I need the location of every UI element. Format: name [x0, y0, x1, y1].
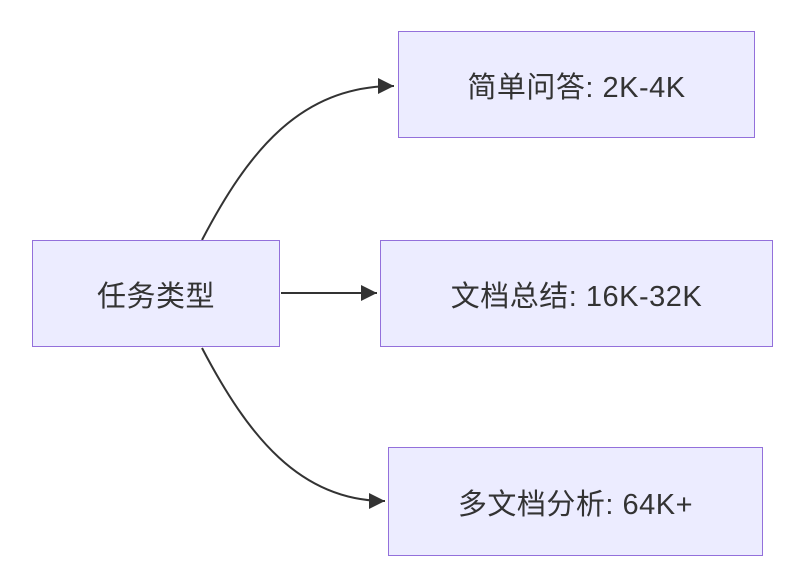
node-task-type-label: 任务类型 [96, 280, 215, 313]
node-simple-qa: 简单问答: 2K-4K [398, 31, 755, 138]
node-doc-summary: 文档总结: 16K-32K [380, 240, 773, 347]
edge-root-to-branch-2-arrow [201, 347, 386, 509]
node-simple-qa-label: 简单问答: 2K-4K [467, 71, 686, 104]
node-multi-doc-analysis: 多文档分析: 64K+ [388, 447, 763, 556]
edge-root-to-branch-0-arrow [201, 78, 395, 241]
node-task-type: 任务类型 [32, 240, 280, 347]
node-multi-doc-analysis-label: 多文档分析: 64K+ [457, 488, 694, 521]
node-doc-summary-label: 文档总结: 16K-32K [450, 280, 703, 313]
